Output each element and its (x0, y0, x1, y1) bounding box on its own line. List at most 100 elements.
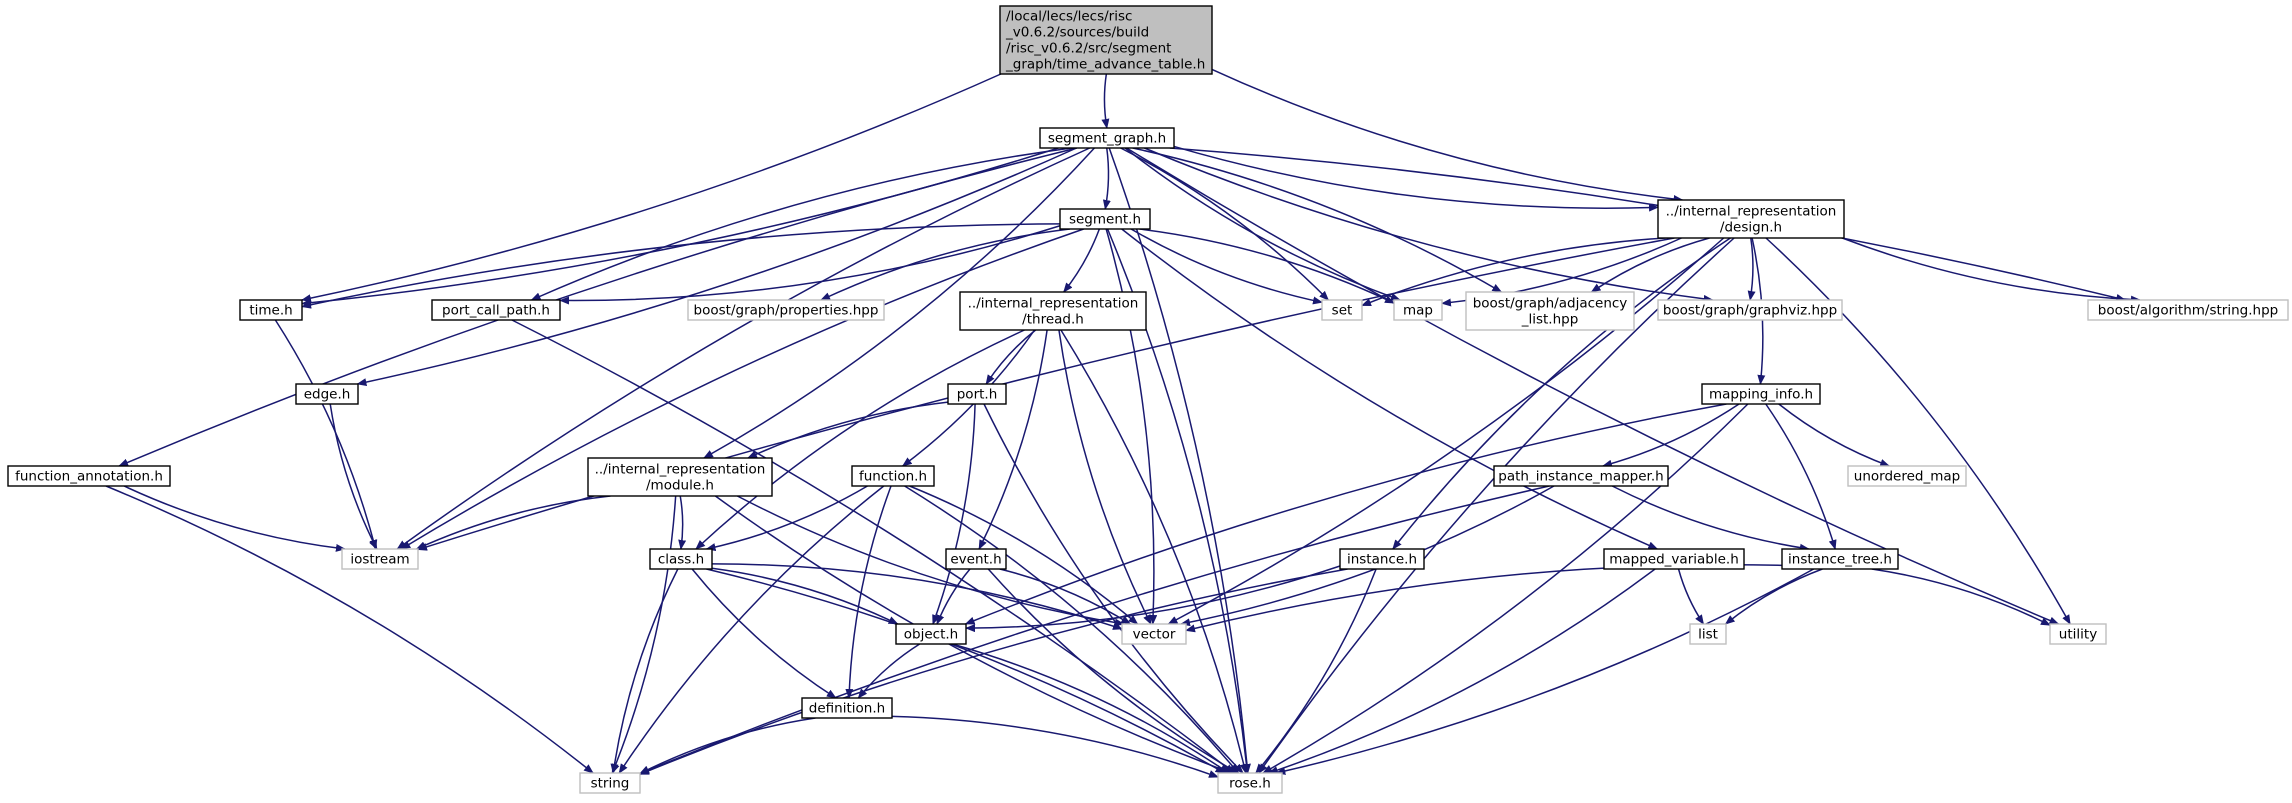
edge-line (1185, 563, 1783, 633)
node-iostream: iostream (341, 548, 419, 570)
edge-root-to-design (1211, 68, 1684, 203)
node-label: _list.hpp (1521, 312, 1579, 328)
node-label: class.h (658, 552, 704, 568)
node-label: definition.h (809, 701, 885, 717)
edge-thread-to-rose (1060, 329, 1248, 774)
node-box (1321, 299, 1363, 321)
edge-line (706, 568, 1226, 774)
edge-line (356, 147, 1077, 387)
node-module[interactable]: ../internal_representation/module.h (587, 457, 773, 497)
node-class[interactable]: class.h (649, 548, 713, 570)
node-list: list (1689, 623, 1727, 645)
node-label: /risc_v0.6.2/src/segment (1006, 41, 1171, 57)
node-graphviz: boost/graph/graphviz.hpp (1657, 299, 1843, 321)
edge-line (1101, 73, 1110, 129)
node-instance[interactable]: instance.h (1339, 548, 1425, 570)
edge-design-to-utility (1765, 237, 2071, 625)
node-segment[interactable]: segment.h (1059, 208, 1151, 230)
node-time[interactable]: time.h (239, 299, 303, 321)
edge-mapping_info-to-rose (1262, 403, 1749, 774)
node-label: _graph/time_advance_table.h (1005, 57, 1205, 73)
node-segment-graph[interactable]: segment_graph.h (1039, 127, 1175, 149)
node-instance-tree[interactable]: instance_tree.h (1781, 548, 1899, 570)
edge-design-to-vector (1167, 237, 1725, 625)
edge-line (511, 319, 1235, 774)
edge-segment_graph-to-design (1173, 145, 1659, 212)
node-function[interactable]: function.h (851, 465, 935, 487)
node-definition[interactable]: definition.h (801, 697, 893, 719)
edge-instance-to-rose (1255, 568, 1377, 774)
edge-object-to-rose (952, 643, 1230, 774)
node-label: segment_graph.h (1048, 131, 1166, 147)
edge-instance-to-string (639, 568, 1348, 775)
edge-line (711, 567, 899, 625)
node-label: /design.h (1720, 220, 1782, 236)
node-edge[interactable]: edge.h (295, 383, 359, 405)
node-label: string (591, 776, 630, 792)
node-label: /local/lecs/lecs/risc (1006, 9, 1132, 25)
node-label: function_annotation.h (15, 469, 163, 485)
node-function-annotation[interactable]: function_annotation.h (7, 465, 171, 487)
edge-segment-to-iostream (400, 228, 1084, 550)
edge-segment-to-set (1130, 228, 1323, 305)
node-label: port.h (957, 387, 998, 403)
node-mapping-info[interactable]: mapping_info.h (1701, 383, 1821, 405)
edge-mapping_info-to-path_instance_mapper (1601, 403, 1740, 468)
node-port[interactable]: port.h (947, 383, 1007, 405)
edge-line (695, 329, 1025, 550)
edge-segment_graph-to-iostream (396, 147, 1091, 550)
node-box (895, 623, 967, 645)
node-label: mapped_variable.h (1609, 552, 1739, 568)
edge-line (936, 568, 971, 625)
edge-line (105, 485, 594, 774)
edge-mapping_info-to-unordered_map (1778, 403, 1891, 467)
node-thread[interactable]: ../internal_representation/thread.h (959, 291, 1147, 331)
node-label: map (1403, 303, 1433, 319)
edge-line (932, 403, 976, 625)
node-object[interactable]: object.h (895, 623, 967, 645)
edge-port-to-object (932, 403, 976, 625)
node-port-call-path[interactable]: port_call_path.h (431, 299, 561, 321)
edge-function-to-class (705, 485, 868, 551)
edge-line (952, 643, 1230, 774)
edge-line (1392, 237, 1731, 550)
node-vector: vector (1121, 623, 1187, 645)
edge-function-to-string (618, 485, 885, 774)
node-string: string (579, 772, 641, 794)
edge-line (1677, 568, 1705, 625)
node-label: set (1332, 303, 1353, 319)
node-label: mapping_info.h (1709, 387, 1813, 403)
edge-segment-to-vector (1105, 228, 1158, 625)
edge-line (301, 223, 1061, 309)
node-design[interactable]: ../internal_representation/design.h (1657, 199, 1845, 239)
node-box (1217, 772, 1283, 794)
node-label: segment.h (1069, 212, 1141, 228)
edge-line (415, 495, 611, 550)
edge-line (639, 485, 1550, 775)
node-box (1689, 623, 1727, 645)
node-label: boost/graph/graphviz.hpp (1663, 303, 1837, 319)
edge-class-to-object (711, 567, 899, 625)
edge-segment_graph-to-function_annotation (118, 147, 1078, 467)
node-box (649, 548, 713, 570)
edge-line (1724, 568, 1823, 625)
node-event[interactable]: event.h (945, 548, 1007, 570)
edge-line (610, 568, 679, 774)
node-label: instance_tree.h (1788, 552, 1892, 568)
node-box (1465, 291, 1635, 331)
edge-class-to-string (610, 568, 679, 774)
node-path-instance-mapper[interactable]: path_instance_mapper.h (1493, 465, 1669, 487)
node-adjacency: boost/graph/adjacency_list.hpp (1465, 291, 1635, 331)
edge-segment-to-port_call_path (559, 225, 1061, 305)
edge-line (118, 147, 1078, 467)
node-box (1603, 548, 1745, 570)
node-box (1493, 465, 1669, 487)
node-box (1657, 199, 1845, 239)
node-root[interactable]: /local/lecs/lecs/risc_v0.6.2/sources/bui… (999, 5, 1213, 75)
node-box (295, 383, 359, 405)
edge-line (1275, 568, 1815, 775)
edge-port-to-module (747, 401, 949, 459)
edge-line (1126, 147, 2060, 625)
node-mapped-variable[interactable]: mapped_variable.h (1603, 548, 1745, 570)
node-label: port_call_path.h (442, 303, 550, 319)
